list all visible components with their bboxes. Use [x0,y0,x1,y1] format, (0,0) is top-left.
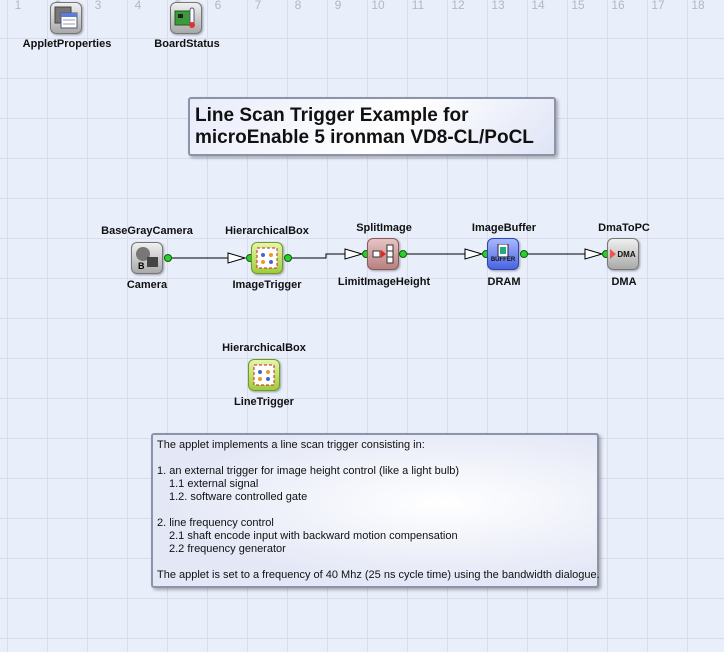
column-number: 11 [411,0,425,12]
title-line-1: Line Scan Trigger Example for [195,105,469,126]
hierarchical-box-icon[interactable] [248,359,280,391]
column-number: 14 [531,0,545,12]
grid-line [0,278,724,279]
linetrigger-name-label: LineTrigger [234,396,294,408]
arrow-icon [227,252,247,264]
imagetrigger-type-label: HierarchicalBox [225,225,309,237]
note-line: The applet is set to a frequency of 40 M… [157,569,600,581]
splitimage-type-label: SplitImage [356,222,412,234]
linetrigger-type-label: HierarchicalBox [222,342,306,354]
note-line: 2.1 shaft encode input with backward mot… [169,530,458,542]
imagetrigger-output-port[interactable] [284,254,292,262]
column-number: 18 [691,0,705,12]
hierarchical-box-icon[interactable] [251,242,283,274]
applet-properties-label: AppletProperties [22,38,112,50]
note-line [157,504,597,517]
splitimage-name-label: LimitImageHeight [337,276,431,288]
imagetrigger-name-label: ImageTrigger [232,279,302,291]
camera-type-label: BaseGrayCamera [101,225,193,237]
applet-properties-icon[interactable] [50,2,82,34]
dma-type-label: DmaToPC [598,222,650,234]
svg-text:B: B [138,261,145,271]
board-status-icon[interactable] [170,2,202,34]
board-status-label: BoardStatus [154,38,220,50]
note-line: 1. an external trigger for image height … [157,465,460,477]
grid-line [0,238,724,239]
imagebuffer-type-label: ImageBuffer [471,222,537,234]
column-number: 9 [334,0,342,12]
split-image-icon[interactable] [367,238,399,270]
grid-line [0,638,724,639]
arrow-icon [464,248,484,260]
column-number: 15 [571,0,585,12]
grid-line [0,398,724,399]
dma-name-label: DMA [611,276,637,288]
splitimage-output-port[interactable] [399,250,407,258]
grid-line [0,78,724,79]
arrow-icon [344,248,364,260]
column-number: 13 [491,0,505,12]
imagebuffer-output-port[interactable] [520,250,528,258]
buffer-icon[interactable]: BUFFER [487,238,519,270]
note-line [157,556,597,569]
title-line-2: microEnable 5 ironman VD8-CL/PoCL [195,127,534,148]
grid-line [0,598,724,599]
column-number: 17 [651,0,665,12]
wire-imagetrigger-split [291,253,345,259]
column-number: 6 [214,0,222,12]
note-line: 1.2. software controlled gate [169,491,308,503]
description-note[interactable]: The applet implements a line scan trigge… [151,433,600,588]
camera-icon[interactable]: B [131,242,163,274]
note-line: 2.2 frequency generator [169,543,286,555]
imagebuffer-name-label: DRAM [487,276,521,288]
diagram-title[interactable]: Line Scan Trigger Example for microEnabl… [188,97,556,156]
grid-line [0,318,724,319]
camera-output-port[interactable] [164,254,172,262]
column-number: 12 [451,0,465,12]
column-number: 16 [611,0,625,12]
note-line [157,452,597,465]
arrow-icon [584,248,604,260]
column-number: 10 [371,0,385,12]
camera-name-label: Camera [126,279,168,291]
column-number: 1 [14,0,22,12]
note-line: 1.1 external signal [169,478,259,490]
column-number: 4 [134,0,142,12]
column-number: 8 [294,0,302,12]
note-line: 2. line frequency control [157,517,274,529]
dma-icon[interactable]: DMA [607,238,639,270]
dma-badge: DMA [617,249,636,259]
grid-line [0,38,724,39]
grid-line [0,198,724,199]
grid-line [0,158,724,159]
column-number: 7 [254,0,262,12]
column-number: 3 [94,0,102,12]
buffer-badge: BUFFER [490,257,516,263]
note-line: The applet implements a line scan trigge… [157,439,425,451]
grid-line [0,358,724,359]
